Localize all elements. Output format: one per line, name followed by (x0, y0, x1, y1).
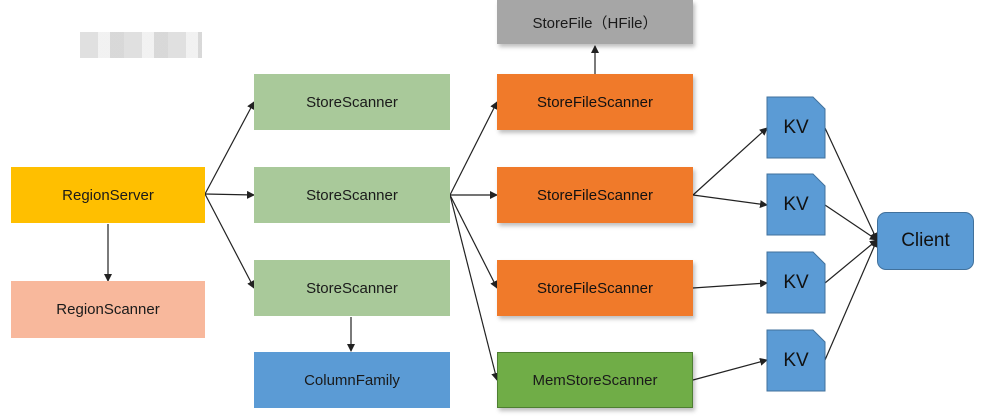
redacted-watermark (80, 32, 202, 58)
region-scanner-node: RegionScanner (11, 281, 205, 338)
column-family-node: ColumnFamily (254, 352, 450, 408)
store-scanner-node-2: StoreScanner (254, 167, 450, 223)
edge-kv4-client (824, 239, 878, 361)
edge-storescanner2-storefilescanner-3 (449, 194, 498, 289)
region-server-node: RegionServer (11, 167, 205, 223)
store-scanner-node-1: StoreScanner (254, 74, 450, 130)
storefile-scanner-node-2: StoreFileScanner (497, 167, 693, 223)
kv-shape-4 (766, 329, 826, 392)
edge-storefilescanner2-kv1 (692, 127, 768, 196)
edge-storefilescanner3-kv3 (692, 279, 768, 289)
edge-memstorescanner-kv4 (692, 357, 768, 381)
client-node: Client (877, 212, 974, 270)
edge-storescanner2-storefilescanner-1 (449, 101, 498, 196)
kv-shape-3 (766, 251, 826, 314)
kv-shape-2 (766, 173, 826, 236)
storefile-hfile-node: StoreFile（HFile） (497, 0, 693, 44)
storefile-scanner-node-1: StoreFileScanner (497, 74, 693, 130)
edge-storefilescanner2-kv2 (692, 194, 768, 209)
edge-kv1-client (824, 127, 878, 241)
memstore-scanner-node: MemStoreScanner (497, 352, 693, 408)
edge-regionserver-storescanner-1 (204, 101, 255, 195)
edge-regionserver-storescanner-3 (204, 193, 255, 289)
kv-node-4: KV (783, 349, 809, 371)
kv-node-1: KV (783, 116, 809, 138)
store-scanner-node-3: StoreScanner (254, 260, 450, 316)
storefile-scanner-node-3: StoreFileScanner (497, 260, 693, 316)
edge-regionserver-storescanner-2 (204, 190, 255, 199)
edge-kv3-client (824, 239, 878, 284)
edge-storescanner2-memstorescanner (449, 194, 500, 381)
edge-kv2-client (824, 204, 878, 241)
kv-shape-1 (766, 96, 826, 159)
kv-node-2: KV (783, 193, 809, 215)
kv-node-3: KV (783, 271, 809, 293)
